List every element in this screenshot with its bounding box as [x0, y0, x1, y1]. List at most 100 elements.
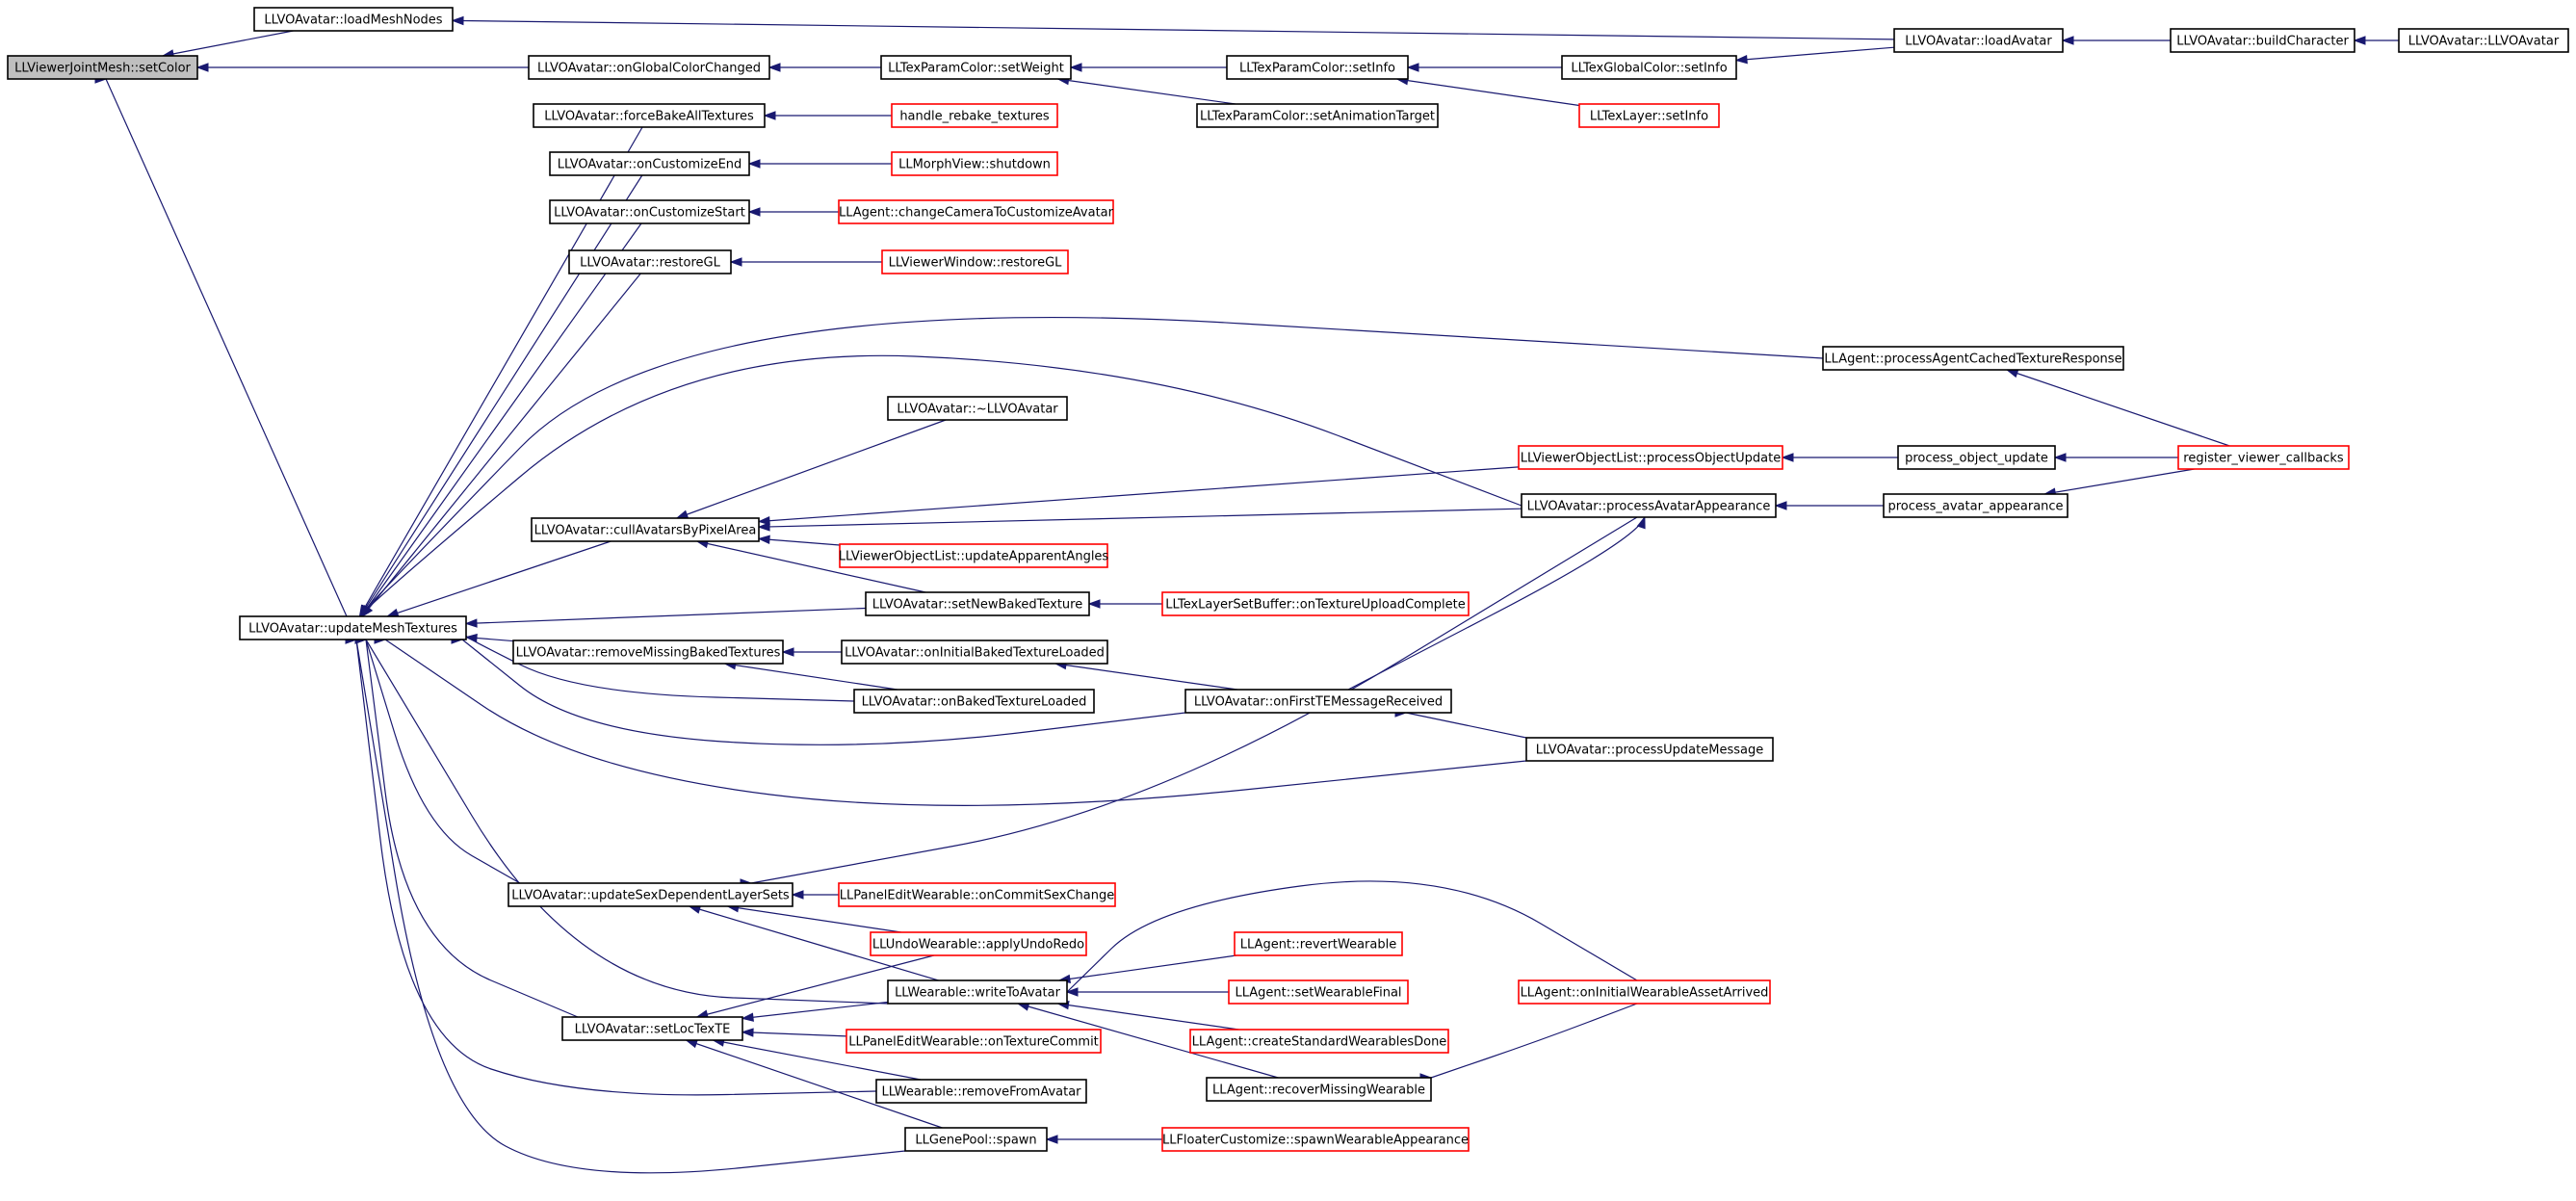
- graph-node-n44[interactable]: LLPanelEditWearable::onTextureCommit: [846, 1029, 1102, 1054]
- graph-node-n6[interactable]: LLVOAvatar::LLVOAvatar: [2398, 28, 2569, 53]
- graph-node-n9[interactable]: LLTexParamColor::setAnimationTarget: [1196, 103, 1439, 128]
- node-box[interactable]: [880, 55, 1072, 80]
- graph-node-n27[interactable]: process_avatar_appearance: [1883, 493, 2069, 518]
- node-box[interactable]: [853, 689, 1095, 714]
- node-box[interactable]: [512, 640, 784, 665]
- node-box[interactable]: [838, 199, 1114, 224]
- node-box[interactable]: [839, 543, 1108, 568]
- node-box[interactable]: [875, 1079, 1087, 1104]
- node-box[interactable]: [507, 882, 794, 907]
- graph-node-n24[interactable]: process_object_update: [1897, 445, 2056, 470]
- node-box[interactable]: [2398, 28, 2569, 53]
- graph-node-n13[interactable]: handle_rebake_textures: [891, 103, 1058, 128]
- node-box[interactable]: [533, 103, 766, 128]
- node-box[interactable]: [2170, 28, 2355, 53]
- node-box[interactable]: [891, 151, 1058, 176]
- graph-node-n5[interactable]: LLVOAvatar::buildCharacter: [2170, 28, 2355, 53]
- graph-node-n45[interactable]: LLAgent::createStandardWearablesDone: [1189, 1029, 1449, 1054]
- graph-node-n8[interactable]: LLTexParamColor::setInfo: [1226, 55, 1409, 80]
- graph-node-n37[interactable]: LLPanelEditWearable::onCommitSexChange: [838, 882, 1116, 907]
- node-box[interactable]: [1822, 346, 2124, 371]
- graph-node-n16[interactable]: LLVOAvatar::onCustomizeStart: [549, 199, 750, 224]
- node-box[interactable]: [1518, 445, 1783, 470]
- node-box[interactable]: [561, 1016, 743, 1041]
- graph-node-n42[interactable]: LLAgent::onInitialWearableAssetArrived: [1518, 979, 1771, 1005]
- node-box[interactable]: [1561, 55, 1737, 80]
- graph-node-n28[interactable]: LLViewerObjectList::updateApparentAngles: [839, 543, 1109, 568]
- node-box[interactable]: [1189, 1029, 1449, 1054]
- node-box[interactable]: [1578, 103, 1720, 128]
- node-box[interactable]: [1518, 979, 1771, 1005]
- node-box[interactable]: [549, 199, 750, 224]
- graph-node-n46[interactable]: LLAgent::recoverMissingWearable: [1206, 1077, 1432, 1102]
- graph-node-n26[interactable]: LLVOAvatar::processAvatarAppearance: [1521, 493, 1777, 518]
- graph-node-n10[interactable]: LLTexGlobalColor::setInfo: [1561, 55, 1737, 80]
- graph-node-n32[interactable]: LLVOAvatar::onInitialBakedTextureLoaded: [841, 640, 1108, 665]
- graph-node-n29[interactable]: LLVOAvatar::setNewBakedTexture: [865, 591, 1090, 616]
- node-box[interactable]: [1525, 737, 1774, 762]
- node-box[interactable]: [1521, 493, 1777, 518]
- graph-node-n21[interactable]: register_viewer_callbacks: [2177, 445, 2350, 470]
- graph-node-n49[interactable]: LLFloaterCustomize::spawnWearableAppeara…: [1161, 1127, 1470, 1152]
- graph-node-n7[interactable]: LLTexParamColor::setWeight: [880, 55, 1072, 80]
- node-box[interactable]: [528, 55, 770, 80]
- node-box[interactable]: [2177, 445, 2350, 470]
- graph-node-n1[interactable]: LLVOAvatar::loadMeshNodes: [253, 7, 454, 32]
- graph-node-n47[interactable]: LLWearable::removeFromAvatar: [875, 1079, 1087, 1104]
- graph-node-n48[interactable]: LLGenePool::spawn: [904, 1127, 1048, 1152]
- graph-node-n34[interactable]: LLVOAvatar::onFirstTEMessageReceived: [1184, 689, 1452, 714]
- graph-node-n39[interactable]: LLAgent::revertWearable: [1234, 931, 1403, 956]
- graph-node-n15[interactable]: LLMorphView::shutdown: [891, 151, 1058, 176]
- node-box[interactable]: [1883, 493, 2069, 518]
- graph-node-n14[interactable]: LLVOAvatar::onCustomizeEnd: [549, 151, 750, 176]
- graph-node-n3[interactable]: LLVOAvatar::updateMeshTextures: [239, 615, 467, 640]
- graph-node-n22[interactable]: LLVOAvatar::~LLVOAvatar: [887, 396, 1068, 421]
- node-box[interactable]: [865, 591, 1090, 616]
- graph-node-n25[interactable]: LLVOAvatar::cullAvatarsByPixelArea: [531, 517, 760, 542]
- graph-node-n19[interactable]: LLViewerWindow::restoreGL: [881, 249, 1069, 274]
- graph-node-n4[interactable]: LLVOAvatar::loadAvatar: [1893, 28, 2064, 53]
- graph-node-n41[interactable]: LLAgent::setWearableFinal: [1228, 979, 1409, 1005]
- node-box[interactable]: [870, 931, 1087, 956]
- graph-node-n17[interactable]: LLAgent::changeCameraToCustomizeAvatar: [838, 199, 1114, 224]
- node-box[interactable]: [1184, 689, 1452, 714]
- node-box[interactable]: [549, 151, 750, 176]
- graph-node-n43[interactable]: LLVOAvatar::setLocTexTE: [561, 1016, 743, 1041]
- graph-node-n40[interactable]: LLWearable::writeToAvatar: [887, 979, 1068, 1005]
- graph-node-n23[interactable]: LLViewerObjectList::processObjectUpdate: [1518, 445, 1783, 470]
- node-box[interactable]: [846, 1029, 1102, 1054]
- graph-node-n11[interactable]: LLTexLayer::setInfo: [1578, 103, 1720, 128]
- node-box[interactable]: [1161, 591, 1470, 616]
- node-box[interactable]: [7, 55, 198, 80]
- node-box[interactable]: [1228, 979, 1409, 1005]
- node-box[interactable]: [1893, 28, 2064, 53]
- node-box[interactable]: [887, 979, 1068, 1005]
- node-box[interactable]: [253, 7, 454, 32]
- graph-node-n0[interactable]: LLViewerJointMesh::setColor: [7, 55, 198, 80]
- node-box[interactable]: [891, 103, 1058, 128]
- graph-node-n31[interactable]: LLVOAvatar::removeMissingBakedTextures: [512, 640, 784, 665]
- graph-node-n33[interactable]: LLVOAvatar::onBakedTextureLoaded: [853, 689, 1095, 714]
- node-box[interactable]: [838, 882, 1116, 907]
- node-box[interactable]: [1226, 55, 1409, 80]
- node-box[interactable]: [841, 640, 1108, 665]
- graph-node-n35[interactable]: LLVOAvatar::processUpdateMessage: [1525, 737, 1774, 762]
- node-box[interactable]: [1897, 445, 2056, 470]
- node-box[interactable]: [239, 615, 467, 640]
- graph-node-n2[interactable]: LLVOAvatar::onGlobalColorChanged: [528, 55, 770, 80]
- graph-node-n12[interactable]: LLVOAvatar::forceBakeAllTextures: [533, 103, 766, 128]
- graph-node-n36[interactable]: LLVOAvatar::updateSexDependentLayerSets: [507, 882, 794, 907]
- graph-node-n38[interactable]: LLUndoWearable::applyUndoRedo: [870, 931, 1087, 956]
- graph-node-n30[interactable]: LLTexLayerSetBuffer::onTextureUploadComp…: [1161, 591, 1470, 616]
- node-box[interactable]: [1161, 1127, 1470, 1152]
- graph-node-n20[interactable]: LLAgent::processAgentCachedTextureRespon…: [1822, 346, 2124, 371]
- node-box[interactable]: [1196, 103, 1439, 128]
- node-box[interactable]: [1234, 931, 1403, 956]
- node-box[interactable]: [568, 249, 732, 274]
- node-box[interactable]: [531, 517, 760, 542]
- node-box[interactable]: [1206, 1077, 1432, 1102]
- node-box[interactable]: [881, 249, 1069, 274]
- graph-node-n18[interactable]: LLVOAvatar::restoreGL: [568, 249, 732, 274]
- node-box[interactable]: [887, 396, 1068, 421]
- node-box[interactable]: [904, 1127, 1048, 1152]
